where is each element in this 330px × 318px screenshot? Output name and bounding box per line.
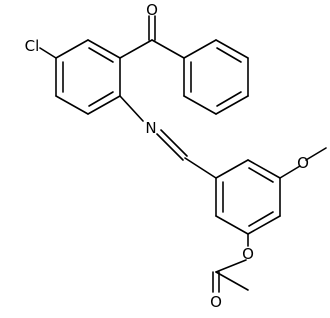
bond: [215, 215, 249, 235]
bond: [215, 39, 249, 59]
methoxy-oxygen-label: O: [297, 154, 309, 172]
bond: [183, 95, 217, 115]
bond: [55, 95, 89, 115]
ester-oxygen-label: O: [242, 245, 254, 263]
bond: [55, 39, 89, 59]
double-bond-inner: [88, 91, 114, 107]
bond: [215, 159, 249, 179]
bond: [215, 95, 249, 115]
double-bond-inner: [216, 47, 242, 63]
carbonyl-oxygen-label: O: [210, 293, 222, 311]
methoxy-group: [279, 147, 327, 179]
acetoxy-group: [212, 233, 249, 293]
bond: [119, 39, 153, 59]
double-bond-inner: [88, 47, 114, 63]
bond: [215, 259, 247, 273]
bond: [87, 39, 121, 59]
bond-n-c-double: [160, 129, 188, 157]
bond: [247, 159, 281, 179]
bond-c-ch3: [215, 271, 249, 291]
ring-b-phenyl: [183, 39, 249, 115]
double-bond-inner: [248, 211, 274, 227]
bond-c-o: [279, 165, 301, 179]
chlorine-label: Cl: [25, 37, 40, 55]
bond-o-ch3: [305, 147, 327, 161]
imine-linkage: [119, 95, 217, 179]
double-bond-inner: [248, 167, 274, 183]
bond: [184, 157, 217, 179]
bond-c-n: [119, 95, 144, 122]
benzoyl-group: [119, 15, 185, 59]
imine-nitrogen-label: N: [145, 119, 156, 137]
bond: [247, 215, 281, 235]
atom-label-group: Cl O N O O O: [25, 1, 309, 311]
bond: [87, 95, 121, 115]
ketone-oxygen-label: O: [146, 1, 158, 19]
bond: [183, 39, 217, 59]
bond-n-c-double: [156, 133, 184, 161]
bond: [151, 39, 185, 59]
ring-c-phenyl: [215, 159, 281, 235]
bond-c-cl: [39, 47, 57, 59]
double-bond-inner: [216, 91, 242, 107]
ring-a-chlorophenyl: [55, 39, 121, 115]
